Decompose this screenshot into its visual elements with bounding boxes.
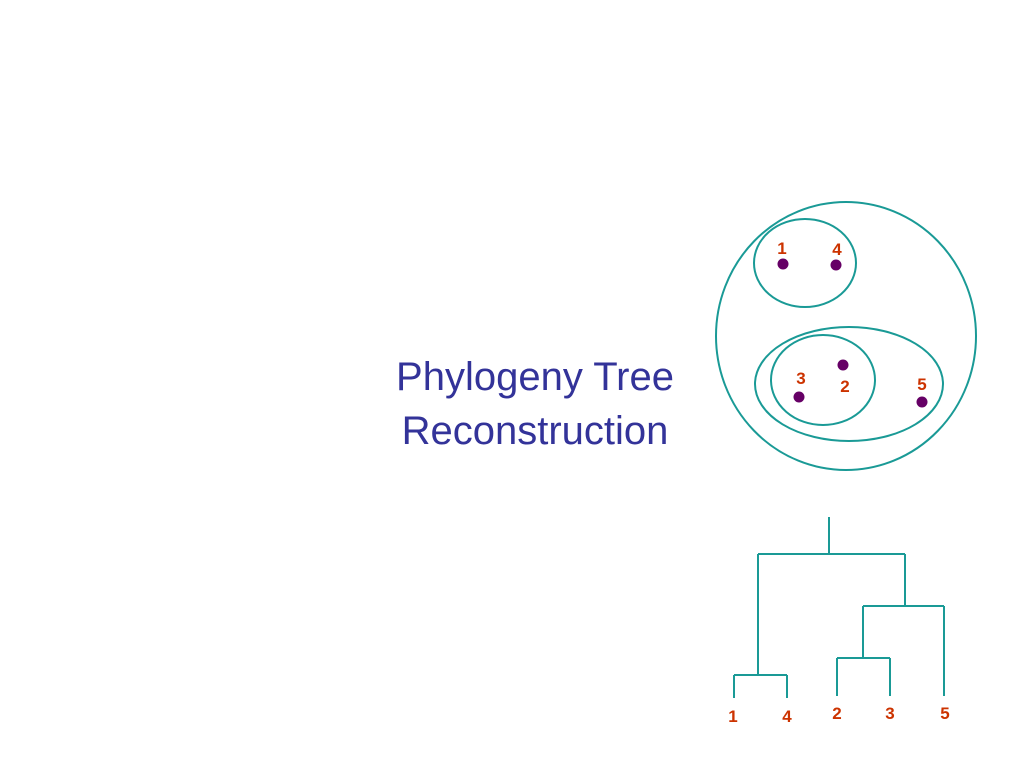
- point-4: [830, 259, 842, 271]
- cluster-2-3-5: [754, 326, 944, 442]
- point-2: [837, 359, 849, 371]
- slide-title: Phylogeny Tree Reconstruction: [340, 350, 730, 458]
- label-5: 5: [917, 375, 926, 394]
- outer-cluster: [715, 201, 977, 471]
- point-5: [916, 396, 928, 408]
- cluster-2-3: [770, 334, 876, 426]
- tree-leaf-1: 1: [728, 707, 737, 726]
- point-1: [777, 258, 789, 270]
- tree-leaf-2: 2: [832, 704, 841, 723]
- label-3: 3: [796, 369, 805, 388]
- phylogeny-tree: [733, 517, 945, 698]
- tree-leaf-3: 3: [885, 704, 894, 723]
- label-4: 4: [832, 240, 842, 259]
- cluster-1-4: [753, 218, 857, 308]
- title-line-1: Phylogeny Tree: [396, 355, 674, 399]
- cluster-labels: 1 4 3 2 5: [777, 239, 926, 396]
- tree-leaf-5: 5: [940, 704, 949, 723]
- label-2: 2: [840, 377, 849, 396]
- point-3: [793, 391, 805, 403]
- title-line-2: Reconstruction: [401, 409, 669, 453]
- tree-leaf-4: 4: [782, 707, 792, 726]
- cluster-diagram: [715, 201, 977, 471]
- label-1: 1: [777, 239, 786, 258]
- cluster-points: [777, 258, 928, 408]
- tree-leaf-labels: 1 4 2 3 5: [728, 704, 949, 726]
